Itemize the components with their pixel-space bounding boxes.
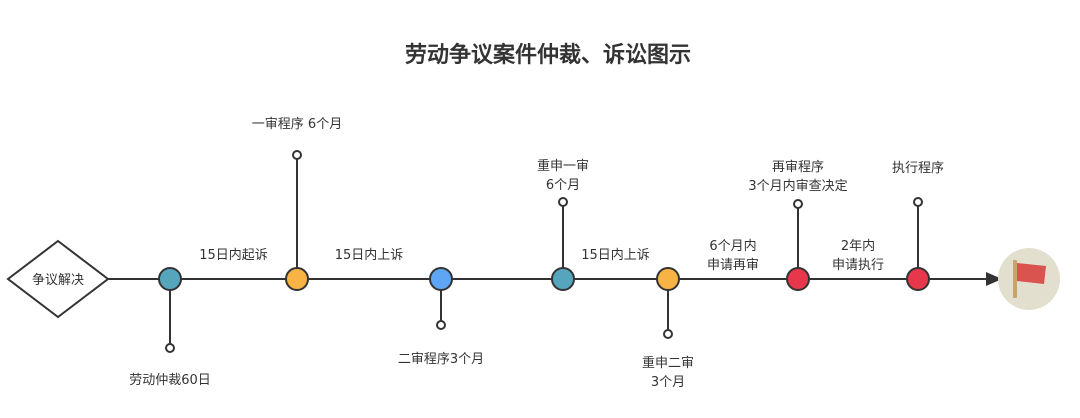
start-decision-node: 争议解决	[6, 239, 110, 319]
branch-label-4-line-1: 重申一审	[537, 158, 589, 174]
process-node-1	[158, 267, 182, 291]
segment-label-3-line-1: 15日内上诉	[581, 247, 650, 263]
segment-label-5-line-2: 申请执行	[832, 258, 884, 273]
process-node-3	[429, 267, 453, 291]
branch-label-1-line-1: 劳动仲裁60日	[129, 372, 211, 388]
branch-tip-3	[436, 320, 446, 330]
segment-label-1-line-1: 15日内起诉	[199, 247, 268, 263]
flag-icon	[1013, 260, 1046, 298]
branch-label-4-line-2: 6个月	[546, 178, 580, 193]
process-node-6	[786, 267, 810, 291]
process-node-2	[285, 267, 309, 291]
branch-label-6-line-2: 3个月内审查决定	[748, 178, 847, 194]
segment-label-5-line-1: 2年内	[841, 238, 875, 254]
process-node-5	[656, 267, 680, 291]
segment-label-4-line-1: 6个月内	[709, 238, 756, 254]
branch-label-5-line-2: 3个月	[651, 375, 685, 390]
branch-tip-7	[913, 197, 923, 207]
nodes-layer	[158, 267, 930, 291]
branch-tip-5	[663, 329, 673, 339]
process-node-7	[906, 267, 930, 291]
start-label: 争议解决	[32, 273, 84, 288]
branch-tip-1	[165, 343, 175, 353]
branch-tip-2	[292, 150, 302, 160]
branch-label-5-line-1: 重申二审	[642, 355, 694, 371]
branch-label-6-line-1: 再审程序	[772, 160, 824, 175]
branch-label-3-line-1: 二审程序3个月	[398, 352, 484, 367]
diagram-title: 劳动争议案件仲裁、诉讼图示	[405, 42, 691, 68]
branch-label-2-line-1: 一审程序 6个月	[252, 117, 342, 132]
branch-label-7-line-1: 执行程序	[892, 161, 944, 176]
process-node-4	[551, 267, 575, 291]
start-diamond	[6, 239, 110, 319]
branch-tip-6	[793, 199, 803, 209]
branch-tip-4	[558, 197, 568, 207]
timeline-arrowhead	[986, 272, 1002, 286]
segment-label-4-line-2: 申请再审	[707, 258, 759, 273]
end-flag	[998, 248, 1060, 310]
segment-label-2-line-1: 15日内上诉	[335, 247, 404, 263]
